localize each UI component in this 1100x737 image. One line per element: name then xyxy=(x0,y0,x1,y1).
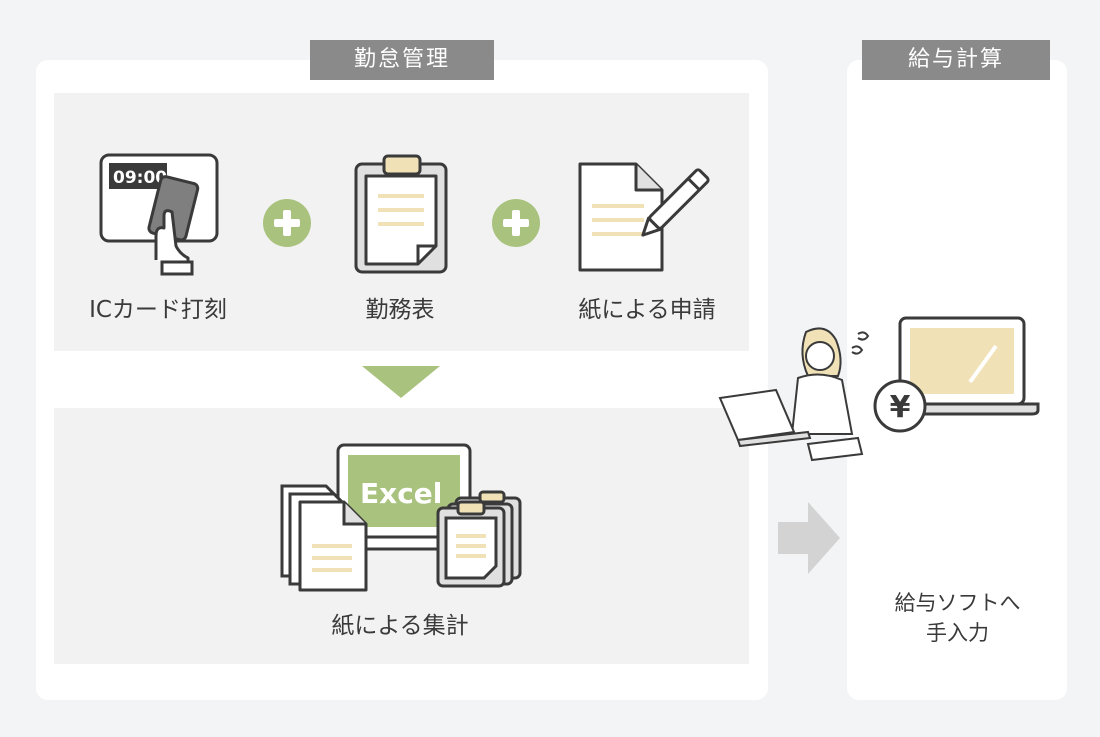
plus-icon xyxy=(492,199,540,247)
down-arrow-icon xyxy=(362,366,440,398)
payroll-header: 給与計算 xyxy=(862,40,1050,80)
yen-coin-icon: ¥ xyxy=(873,379,927,433)
paper-stack-icon xyxy=(280,484,368,592)
paper-request-label: 紙による申請 xyxy=(578,297,716,323)
excel-text: Excel xyxy=(360,477,442,510)
right-arrow-icon xyxy=(778,502,840,574)
clock-readout: 09:00 xyxy=(113,168,167,188)
clipboard-icon xyxy=(354,154,448,274)
payroll-input-label: 給与ソフトへ 手入力 xyxy=(870,588,1045,648)
yen-symbol: ¥ xyxy=(890,390,911,425)
payroll-input-line-1: 給与ソフトへ xyxy=(894,591,1021,615)
ic-card-label: ICカード打刻 xyxy=(89,297,227,323)
timesheet-label: 勤務表 xyxy=(365,297,435,323)
ic-card-reader-icon: 09:00 xyxy=(99,153,219,276)
payroll-input-line-2: 手入力 xyxy=(926,621,989,645)
paper-pen-icon xyxy=(578,162,710,272)
laptop-icon xyxy=(886,316,1040,416)
clipboard-stack-icon xyxy=(436,490,522,588)
paper-aggregate-label: 紙による集計 xyxy=(331,613,469,639)
attendance-header: 勤怠管理 xyxy=(310,40,494,80)
worker-illustration xyxy=(718,327,870,462)
plus-icon xyxy=(263,199,311,247)
